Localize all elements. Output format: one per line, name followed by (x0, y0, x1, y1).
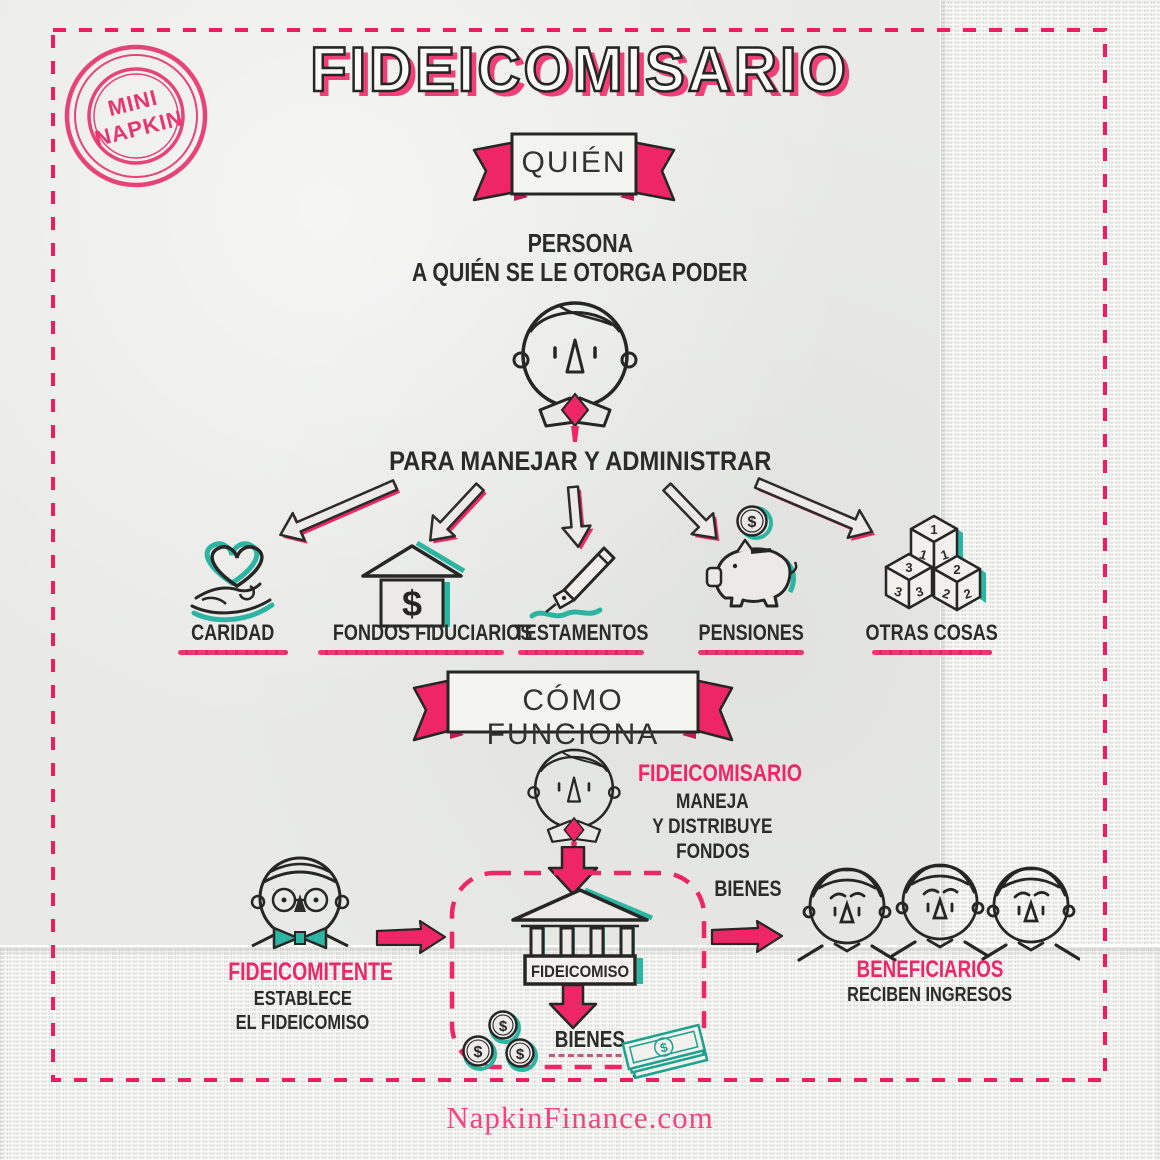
block-number: 2 (953, 562, 960, 577)
flow-label-bienes: BIENES (700, 876, 795, 902)
down-arrow-icon (547, 846, 599, 896)
beneficiaries-desc-text: RECIBEN INGRESOS (847, 984, 1013, 1006)
block-number: 1 (939, 546, 951, 563)
quien-banner-label: QUIÉN (521, 146, 627, 179)
item-label-caridad: CARIDAD (133, 620, 333, 646)
trust-label: FIDEICOMISO (531, 962, 629, 981)
block-number: 3 (914, 583, 926, 600)
footer-url: NapkinFinance.com (380, 1100, 780, 1136)
ribbon-banner-icon (472, 132, 676, 202)
block-number: 1 (930, 522, 937, 537)
piggy-bank-icon: $ (705, 505, 798, 608)
item-label-pensiones: PENSIONES (651, 620, 851, 646)
right-arrow-icon (710, 920, 784, 954)
como-funciona-label: CÓMO FUNCIONA (486, 684, 660, 751)
underline-otras (872, 650, 992, 655)
grantor-desc-text: EL FIDEICOMISO (235, 1012, 370, 1034)
item-label-fondos: FONDOS FIDUCIARIOS (311, 620, 532, 646)
persona-line2-text: A QUIÉN SE LE OTORGA PODER (412, 257, 748, 287)
trustee-face-icon (512, 301, 638, 442)
pension-coin-dollar-glyph: $ (748, 514, 757, 531)
grantor-desc2: EL FIDEICOMISO (205, 1012, 400, 1035)
bill-dollar-glyph: $ (659, 1039, 670, 1055)
trustee-face-icon (527, 748, 621, 854)
item-label-text: CARIDAD (191, 620, 275, 645)
beneficiaries-name: BENEFICIARIOS (825, 956, 1035, 984)
underline-testamentos (518, 650, 644, 655)
assets-underline (549, 1054, 631, 1057)
house-dollar-glyph: $ (402, 583, 422, 624)
money-bills-icon: $ (621, 1023, 709, 1080)
house-dollar-icon: $ (361, 540, 466, 628)
trust-assets-text: BIENES (554, 1026, 626, 1052)
coin-dollar-glyph: $ (516, 1046, 525, 1063)
grantor-name-text: FIDEICOMITENTE (228, 958, 393, 986)
underline-caridad (178, 650, 288, 655)
beneficiaries-faces-icon (797, 863, 1080, 962)
block-number: 3 (905, 560, 912, 575)
item-label-testamentos: TESTAMENTOS (481, 620, 681, 646)
trustee-name: FIDEICOMISARIO (620, 760, 805, 788)
mini-napkin-stamp: MINI NAPKIN (44, 24, 228, 208)
grantor-figure-icon (250, 856, 350, 950)
beneficiaries-desc: RECIBEN INGRESOS (825, 984, 1035, 1007)
item-label-otras: OTRAS COSAS (832, 620, 1032, 646)
manage-heading-text: PARA MANEJAR Y ADMINISTRAR (388, 446, 772, 476)
flow-label-text: BIENES (713, 876, 782, 901)
block-number: 3 (893, 583, 905, 600)
block-number: 2 (941, 585, 953, 602)
trustee-desc-text: FONDOS (675, 840, 750, 863)
coin-dollar-glyph: $ (474, 1044, 483, 1061)
block-number: 1 (918, 546, 930, 563)
down-arrow-icon (548, 984, 598, 1030)
grantor-desc-text: ESTABLECE (253, 988, 352, 1010)
grantor-name: FIDEICOMITENTE (205, 958, 400, 987)
trustee-desc1: MANEJA (620, 790, 805, 814)
stamp-rings-icon: MINI NAPKIN (64, 44, 208, 188)
coin-dollar-glyph: $ (499, 1018, 508, 1035)
block-number: 2 (962, 585, 974, 602)
coins-icon: $ $ $ (462, 1010, 538, 1072)
persona-line1: PERSONA (300, 228, 860, 259)
right-arrow-icon (375, 920, 447, 955)
trustee-desc2: Y DISTRIBUYE (620, 815, 805, 839)
trust-dashed-box (449, 870, 707, 1070)
item-label-text: PENSIONES (698, 620, 804, 645)
page-title-text: FIDEICOMISARIO (309, 34, 850, 107)
trustee-desc3: FONDOS (620, 840, 805, 864)
fountain-pen-icon (529, 546, 616, 619)
quien-banner: QUIÉN (468, 126, 680, 222)
trustee-desc-text: MANEJA (676, 790, 749, 813)
persona-line1-text: PERSONA (527, 228, 633, 258)
page-title: FIDEICOMISARIO (150, 34, 1010, 107)
grantor-desc1: ESTABLECE (205, 988, 400, 1011)
number-blocks-icon: 1 1 1 3 3 3 2 2 2 (884, 514, 986, 612)
napkin-ribbed-bottom-band (0, 945, 1160, 1160)
underline-pensiones (698, 650, 804, 655)
persona-line2: A QUIÉN SE LE OTORGA PODER (280, 257, 880, 288)
bank-icon: FIDEICOMISO (511, 887, 653, 986)
footer-url-text: NapkinFinance.com (446, 1100, 714, 1135)
item-label-text: FONDOS FIDUCIARIOS (332, 620, 533, 645)
trust-assets-label: BIENES (540, 1026, 640, 1053)
underline-fondos (318, 650, 504, 655)
trustee-name-text: FIDEICOMISARIO (638, 760, 803, 787)
item-label-text: OTRAS COSAS (865, 620, 999, 645)
trustee-desc-text: Y DISTRIBUYE (652, 815, 773, 838)
item-label-text: TESTAMENTOS (513, 620, 649, 645)
manage-heading: PARA MANEJAR Y ADMINISTRAR (280, 446, 880, 477)
ribbon-banner-icon (412, 670, 734, 742)
fan-arrows-icon (279, 477, 876, 550)
beneficiaries-name-text: BENEFICIARIOS (856, 956, 1004, 983)
heart-in-hand-icon (190, 541, 275, 623)
como-funciona-banner: CÓMO FUNCIONA (408, 666, 738, 762)
